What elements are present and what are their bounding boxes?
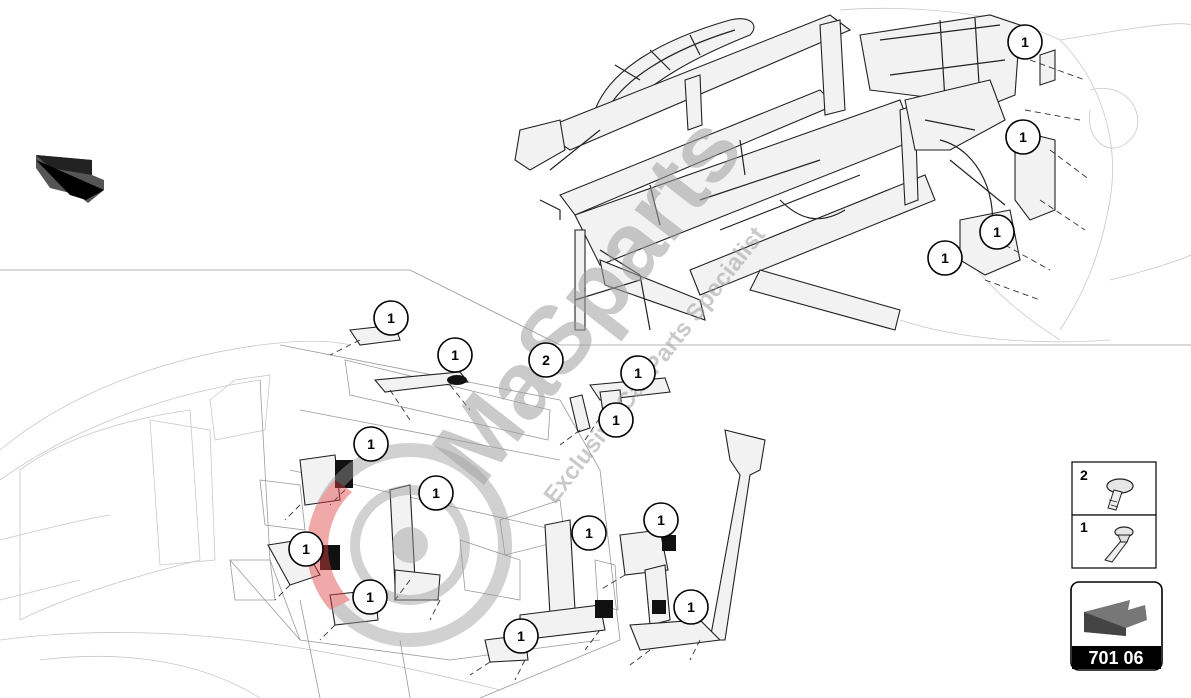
callout-circle — [418, 475, 454, 511]
callout-circle — [598, 402, 634, 438]
callout-circle — [673, 589, 709, 625]
callout-label: 1 — [367, 436, 375, 452]
callout-label: 1 — [585, 525, 593, 541]
callout-bubble: 1 — [353, 426, 389, 462]
callout-bubble: 1 — [1007, 24, 1043, 60]
legend-number-1: 1 — [1080, 519, 1088, 535]
callout-bubble: 1 — [571, 515, 607, 551]
callout-label: 1 — [1019, 129, 1027, 145]
fastener-legend: 2 1 701 06 — [1070, 461, 1163, 671]
callout-bubble: 1 — [620, 355, 656, 391]
callout-bubble: 1 — [418, 475, 454, 511]
callout-circle — [352, 579, 388, 615]
callout-bubble: 1 — [979, 214, 1015, 250]
callout-bubble: 1 — [927, 240, 963, 276]
callout-label: 1 — [366, 589, 374, 605]
page-arrow-icon — [1084, 600, 1147, 636]
page-code: 701 06 — [1088, 648, 1143, 668]
callout-label: 1 — [432, 485, 440, 501]
callout-bubble: 1 — [643, 502, 679, 538]
callout-label: 1 — [1021, 34, 1029, 50]
page-code-band — [1072, 646, 1161, 669]
callout-bubble: 2 — [528, 342, 564, 378]
callout-circle — [288, 531, 324, 567]
callout-bubble: 1 — [288, 531, 324, 567]
callout-circle — [503, 618, 539, 654]
callout-bubble: 1 — [1005, 119, 1041, 155]
callout-circle — [373, 300, 409, 336]
callout-label: 1 — [612, 412, 620, 428]
callout-label: 1 — [941, 250, 949, 266]
callout-circle — [353, 426, 389, 462]
callout-label: 1 — [302, 541, 310, 557]
callout-circle — [1005, 119, 1041, 155]
callout-bubble: 1 — [437, 337, 473, 373]
callout-bubble: 1 — [503, 618, 539, 654]
callout-circle — [571, 515, 607, 551]
callout-label: 1 — [517, 628, 525, 644]
callout-label: 2 — [542, 352, 550, 368]
callout-circle — [437, 337, 473, 373]
callout-circle — [979, 214, 1015, 250]
callout-circle — [620, 355, 656, 391]
flanged-bolt-icon — [1104, 526, 1134, 563]
callout-bubble: 1 — [373, 300, 409, 336]
callout-bubble: 1 — [598, 402, 634, 438]
callout-label: 1 — [634, 365, 642, 381]
callout-circle — [528, 342, 564, 378]
callout-label: 1 — [657, 512, 665, 528]
callout-group: 1 1 1 1 1 1 1 2 1 1 1 1 1 1 1 1 1 — [288, 24, 1043, 654]
direction-arrow-icon — [36, 155, 104, 203]
callout-circle — [927, 240, 963, 276]
callout-circle — [1007, 24, 1043, 60]
view-divider — [0, 269, 1191, 346]
callout-label: 1 — [687, 599, 695, 615]
lower-body-assembly — [0, 324, 766, 698]
callout-bubble: 1 — [673, 589, 709, 625]
legend-number-2: 2 — [1080, 467, 1088, 483]
mushroom-head-rivet-icon — [1106, 478, 1134, 511]
callout-label: 1 — [993, 224, 1001, 240]
callout-circle — [643, 502, 679, 538]
callout-bubble: 1 — [352, 579, 388, 615]
callout-label: 1 — [451, 347, 459, 363]
callout-label: 1 — [387, 310, 395, 326]
